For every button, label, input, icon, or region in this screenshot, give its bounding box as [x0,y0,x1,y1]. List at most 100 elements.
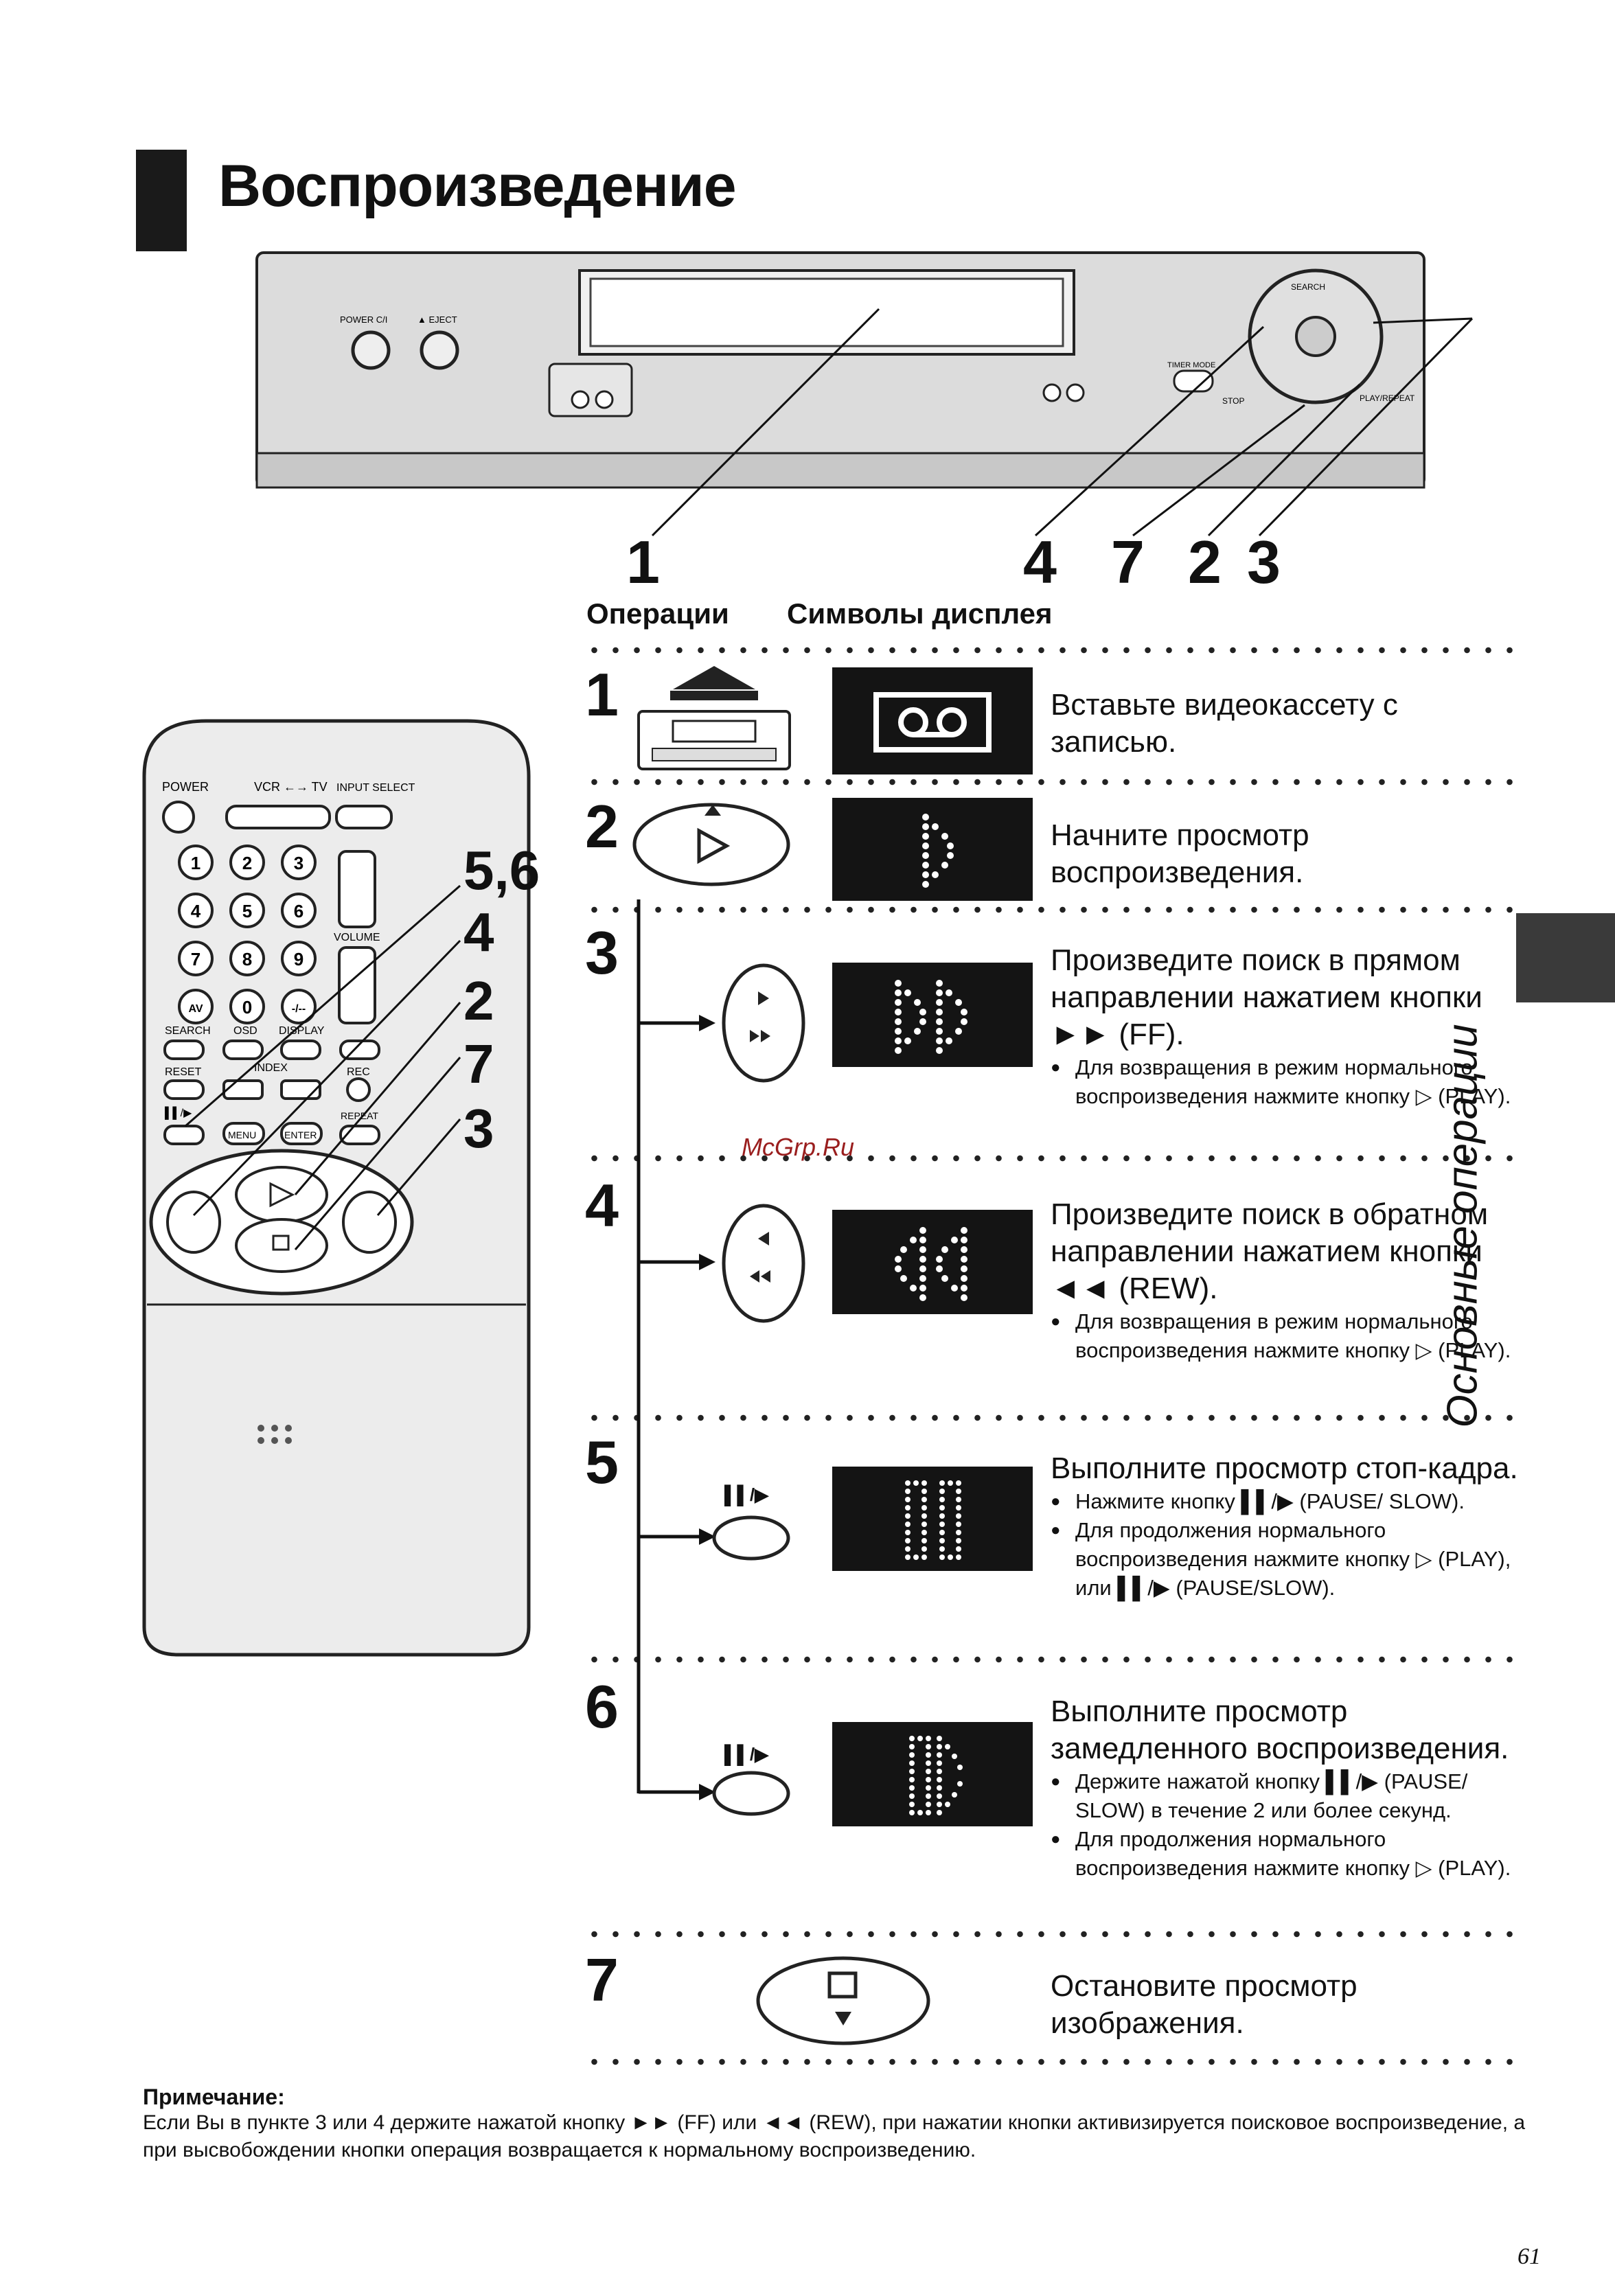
step-2-text: Начните просмотр воспроизведения. [1051,818,1309,889]
remote-vcrtv-label: VCR ←→ TV [254,780,328,794]
step-1-number: 1 [585,661,619,728]
separator [584,1931,1517,1938]
ff-button-icon[interactable] [720,961,809,1085]
remote-key-av: AV [188,1003,203,1015]
rew-button-icon[interactable] [720,1202,809,1325]
lcd-ff [832,963,1033,1067]
step-3-text: Произведите поиск в прямом направлении н… [1051,942,1524,1111]
lcd-still [832,1467,1033,1571]
remote-key-8: 8 [242,949,252,969]
step-4-text: Произведите поиск в обратном направлении… [1051,1196,1524,1365]
separator [584,647,1517,654]
separator [584,1414,1517,1421]
step-6-main: Выполните просмотр замедленного воспроиз… [1051,1695,1509,1765]
remote-index-label: INDEX [254,1062,288,1074]
remote-key-2: 2 [242,853,252,873]
remote-callout-2: 2 [463,970,494,1031]
slow-button-icon[interactable] [709,1766,798,1821]
callout-1: 1 [626,528,660,596]
step-5-main: Выполните просмотр стоп-кадра. [1051,1451,1518,1485]
remote-callout-7: 7 [463,1033,494,1094]
vcr-stop-label: STOP [1222,396,1244,406]
remote-key-dash: -/-- [292,1003,306,1015]
remote-reset-label: RESET [165,1066,202,1078]
remote-key-0: 0 [242,997,252,1018]
step-6-number: 6 [585,1673,619,1741]
section-tab [1516,913,1615,1002]
note-text: Если Вы в пункте 3 или 4 держите нажатой… [143,2111,1526,2161]
lcd-slow [832,1722,1033,1826]
step-3-main: Произведите поиск в прямом направлении н… [1051,943,1482,1051]
steps-bracket [637,899,715,1800]
step-6-text: Выполните просмотр замедленного воспроиз… [1051,1693,1524,1883]
vcr-play-repeat-label: PLAY/REPEAT [1360,393,1415,403]
step-7-number: 7 [585,1946,619,2014]
step-3-bullet-1: Для возвращения в режим нормального восп… [1051,1053,1524,1111]
callout-4: 4 [1023,528,1057,596]
remote-key-4: 4 [191,901,201,921]
step-7-text: Остановите просмотр изображения. [1051,1969,1358,2040]
lcd-cassette [832,667,1033,774]
separator [584,1155,1517,1162]
remote-input-label: INPUT SELECT [336,782,415,794]
remote-key-3: 3 [294,853,303,873]
step-6-bullet-2: Для продолжения нормального воспроизведе… [1051,1825,1524,1883]
remote-osd-label: OSD [233,1025,257,1037]
remote-rec-label: REC [347,1066,370,1078]
remote-volume-label: VOLUME [334,932,380,943]
callout-2: 2 [1188,528,1222,596]
lcd-rew [832,1210,1033,1314]
remote-enter-label: ENTER [284,1129,317,1140]
step-2-number: 2 [585,792,619,860]
step-5-bullet-2: Для продолжения нормального воспроизведе… [1051,1516,1524,1603]
remote-key-6: 6 [294,901,303,921]
step-5-number: 5 [585,1428,619,1496]
step-4-number: 4 [585,1171,619,1239]
watermark: McGrp.Ru [742,1133,855,1161]
step-4-main: Произведите поиск в обратном направлении… [1051,1197,1489,1305]
remote-callout-3: 3 [463,1098,494,1159]
page-number: 61 [1517,2244,1541,2269]
lcd-play [832,798,1033,901]
separator [584,906,1517,913]
separator [584,1656,1517,1663]
stop-button-icon[interactable] [753,1950,938,2053]
note-heading: Примечание: [143,2085,285,2109]
step-1-text: Вставьте видеокассету с записью. [1051,688,1398,759]
remote-callout-56: 5,6 [463,840,540,901]
step-6-bullet-1: Держите нажатой кнопку ▌▌/▶ (PAUSE/ SLOW… [1051,1767,1524,1825]
pause-button-icon[interactable] [709,1511,798,1565]
remote-pause-label: ▌▌/▶ [165,1106,192,1120]
callout-7: 7 [1111,528,1145,596]
header-operations: Операции [586,597,729,630]
step-3-number: 3 [585,919,619,987]
cassette-insert-icon [637,666,791,770]
title-marker [136,150,187,251]
vcr-power-label: POWER C/I [340,314,387,325]
play-button-icon[interactable] [630,796,795,893]
step-6-pause-label: ▌▌/▶ [724,1744,769,1765]
remote-repeat-label: REPEAT [341,1110,378,1121]
section-label: Основные операции [1439,1024,1487,1428]
remote-display-label: DISPLAY [279,1025,325,1037]
remote-key-7: 7 [191,949,201,969]
remote-key-1: 1 [191,853,201,873]
remote-key-5: 5 [242,901,252,921]
step-5-pause-label: ▌▌/▶ [724,1484,769,1505]
remote-illustration: POWER VCR ←→ TV INPUT SELECT 1 2 3 4 5 6… [142,719,531,1657]
step-5-bullet-1: Нажмите кнопку ▌▌/▶ (PAUSE/ SLOW). [1051,1487,1524,1516]
separator [584,2058,1517,2065]
step-4-bullet-1: Для возвращения в режим нормального восп… [1051,1307,1524,1365]
callout-3: 3 [1247,528,1281,596]
vcr-search-label: SEARCH [1291,282,1325,292]
page-title: Воспроизведение [218,153,737,219]
step-5-text: Выполните просмотр стоп-кадра. Нажмите к… [1051,1450,1524,1603]
vcr-eject-label: ▲ EJECT [417,314,457,325]
remote-key-9: 9 [294,949,303,969]
remote-menu-label: MENU [228,1129,256,1140]
remote-power-label: POWER [162,780,209,794]
vcr-timer-label: TIMER MODE [1167,361,1215,369]
remote-search-label: SEARCH [165,1025,211,1037]
separator [584,779,1517,785]
header-display-symbols: Символы дисплея [787,597,1053,630]
